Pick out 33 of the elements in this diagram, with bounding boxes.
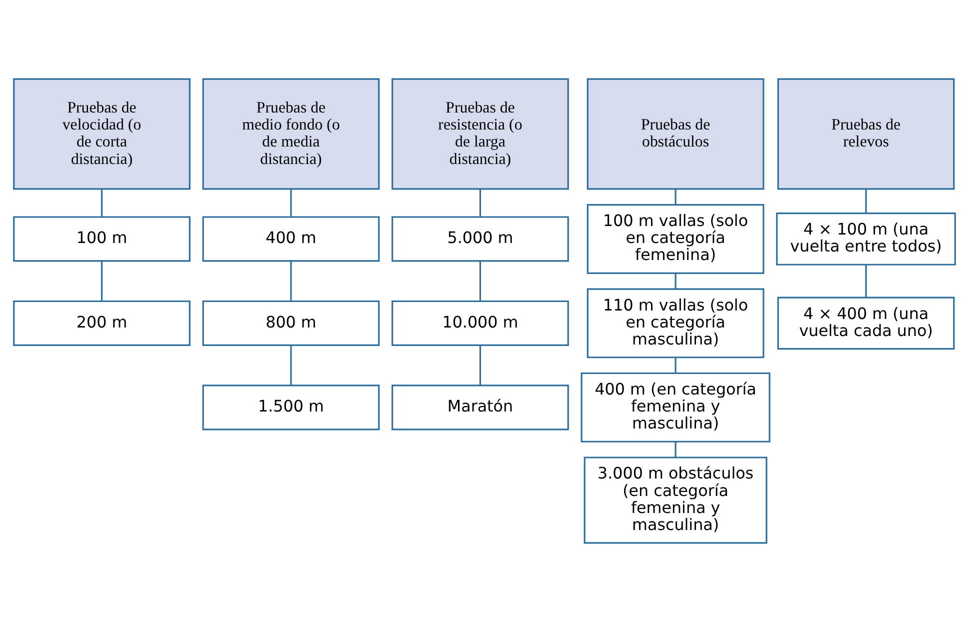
node-box: Pruebas de velocidad (o de corta distancia) — [12, 78, 190, 190]
node-box: 400 m (en categoría femenina y masculina) — [580, 372, 770, 442]
connector — [290, 260, 292, 300]
connector — [864, 264, 866, 297]
connector — [478, 260, 481, 300]
connector — [290, 344, 292, 384]
node-box: 400 m — [202, 216, 380, 262]
connector — [674, 272, 676, 289]
connector — [674, 441, 676, 457]
connector — [100, 260, 102, 300]
node-box: Pruebas de relevos — [776, 78, 954, 190]
node-box: 4 × 400 m (una vuelta cada uno) — [776, 296, 954, 350]
connector — [100, 188, 102, 216]
node-box: 5.000 m — [391, 216, 568, 262]
connector — [290, 188, 292, 216]
connector — [478, 188, 481, 216]
node-box: Pruebas de obstáculos — [586, 78, 764, 190]
connector — [674, 357, 676, 373]
connector — [864, 188, 866, 213]
node-box: Maratón — [391, 384, 568, 430]
connector — [674, 188, 676, 204]
node-box: 110 m vallas (solo en categoría masculina) — [586, 288, 764, 358]
connector — [478, 344, 481, 384]
node-box: Pruebas de medio fondo (o de media distancia) — [202, 78, 380, 190]
node-box: 10.000 m — [391, 300, 568, 346]
node-box: 800 m — [202, 300, 380, 346]
node-box: Pruebas de resistencia (o de larga distancia) — [391, 78, 568, 190]
node-box: 1.500 m — [202, 384, 380, 430]
node-box: 100 m vallas (solo en categoría femenina) — [586, 204, 764, 274]
node-box: 3.000 m obstáculos (en categoría femenina y masculina) — [583, 456, 767, 544]
node-box: 4 × 100 m (una vuelta entre todos) — [776, 212, 956, 265]
node-box: 200 m — [12, 300, 190, 346]
node-box: 100 m — [12, 216, 190, 262]
